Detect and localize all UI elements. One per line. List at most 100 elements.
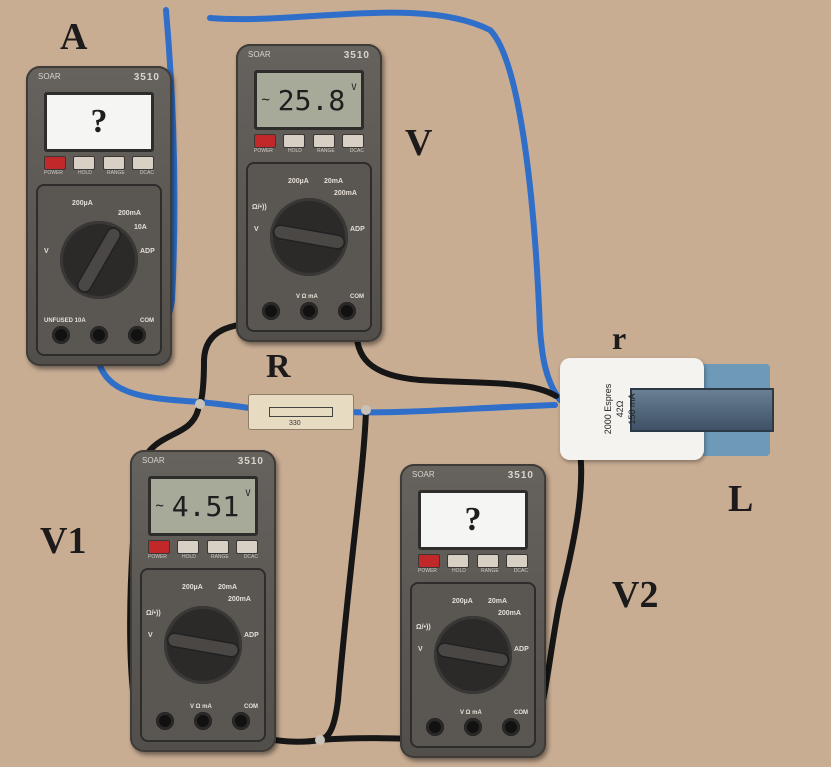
rotary-dial[interactable]: [270, 198, 348, 277]
range-label: Ω/•)): [416, 624, 431, 631]
range-label: 200µA: [72, 200, 93, 207]
display-reading: 4.51: [171, 489, 240, 523]
power-button[interactable]: [254, 134, 276, 148]
jack-label: COM: [514, 710, 528, 716]
dcac-button[interactable]: [341, 134, 364, 148]
jack-10a[interactable]: [426, 718, 444, 736]
jack-v-ohm-ma[interactable]: [464, 718, 482, 736]
rotary-dial[interactable]: [434, 616, 512, 695]
range-label: 200mA: [334, 190, 357, 197]
button-row: [148, 540, 258, 556]
jack-label: V Ω mA: [190, 704, 212, 710]
jack-v-ohm-ma[interactable]: [194, 712, 212, 730]
range-label: ADP: [350, 226, 365, 233]
meter-header: SOAR 3510: [408, 470, 538, 484]
jack-com[interactable]: [338, 302, 356, 320]
jack-com[interactable]: [502, 718, 520, 736]
display-unit: V: [351, 83, 357, 93]
label-a: A: [60, 16, 88, 58]
display-reading: 25.8: [277, 83, 346, 117]
button-label: RANGE: [480, 568, 499, 574]
dial-knob: [435, 640, 511, 670]
power-button[interactable]: [418, 554, 440, 568]
power-button[interactable]: [148, 540, 170, 554]
jack-com[interactable]: [128, 326, 146, 344]
range-label: V: [148, 632, 153, 639]
power-button[interactable]: [44, 156, 66, 170]
rotary-dial[interactable]: [164, 605, 242, 684]
input-jacks: [52, 324, 146, 346]
range-button[interactable]: [206, 540, 229, 554]
button-label: POWER: [148, 554, 167, 560]
button-label: POWER: [254, 148, 273, 154]
range-label: 200mA: [228, 596, 251, 603]
hold-button[interactable]: [73, 156, 96, 170]
rotary-dial[interactable]: [60, 220, 138, 299]
jack-com[interactable]: [232, 712, 250, 730]
jack-label: V Ω mA: [460, 710, 482, 716]
button-label: HOLD: [77, 170, 92, 176]
jack-10a[interactable]: [52, 326, 70, 344]
meter-header: SOAR 3510: [244, 50, 374, 64]
label-r: R: [266, 348, 291, 385]
jack-label: COM: [140, 318, 154, 324]
jack-10a[interactable]: [156, 712, 174, 730]
display-unit: V: [245, 489, 251, 499]
button-label: POWER: [44, 170, 63, 176]
range-label: 200µA: [288, 178, 309, 185]
range-button[interactable]: [312, 134, 335, 148]
jack-label: COM: [244, 704, 258, 710]
connector-node: [195, 399, 205, 409]
coil-resistance: 42Ω: [615, 400, 626, 418]
meter-header: SOAR 3510: [34, 72, 164, 86]
range-button[interactable]: [476, 554, 499, 568]
dcac-button[interactable]: [235, 540, 258, 554]
jack-label: COM: [350, 294, 364, 300]
range-label: ADP: [514, 646, 529, 653]
brand-logo: SOAR: [38, 72, 61, 81]
range-button[interactable]: [102, 156, 125, 170]
hold-button[interactable]: [447, 554, 470, 568]
brand-logo: SOAR: [248, 50, 271, 59]
input-jacks: [426, 716, 520, 738]
model-number: 3510: [237, 456, 264, 467]
connector-node: [361, 405, 371, 415]
button-label: POWER: [418, 568, 437, 574]
brand-logo: SOAR: [412, 470, 435, 479]
blue-wire: [93, 345, 265, 413]
label-v2: V2: [612, 574, 659, 616]
range-panel: 200µA 20mA 200mA Ω/•)) V ADP V Ω mA COM: [410, 582, 536, 748]
model-number: 3510: [507, 470, 534, 481]
range-label: V: [418, 646, 423, 653]
model-number: 3510: [343, 50, 370, 61]
lcd-display: ?: [418, 490, 528, 550]
resistor-r: 330: [248, 394, 354, 430]
model-number: 3510: [133, 72, 160, 83]
button-label: HOLD: [451, 568, 466, 574]
button-label: HOLD: [181, 554, 196, 560]
dcac-button[interactable]: [505, 554, 528, 568]
jack-v-ohm-ma[interactable]: [90, 326, 108, 344]
iron-core: [630, 388, 774, 432]
coil-current: 150 mA: [626, 393, 637, 425]
blue-wire: [342, 402, 558, 416]
button-row: [418, 554, 528, 570]
hold-button[interactable]: [283, 134, 306, 148]
range-panel: 200µA 20mA 200mA Ω/•)) V ADP V Ω mA COM: [140, 568, 266, 742]
dial-knob: [73, 223, 125, 296]
dcac-button[interactable]: [131, 156, 154, 170]
input-jacks: [262, 300, 356, 322]
blue-wire: [207, 9, 563, 403]
jack-10a[interactable]: [262, 302, 280, 320]
range-label: ADP: [140, 248, 155, 255]
jack-v-ohm-ma[interactable]: [300, 302, 318, 320]
ac-symbol: ~: [261, 92, 270, 108]
hold-button[interactable]: [177, 540, 200, 554]
range-label: 200mA: [118, 210, 141, 217]
range-label: 200mA: [498, 610, 521, 617]
